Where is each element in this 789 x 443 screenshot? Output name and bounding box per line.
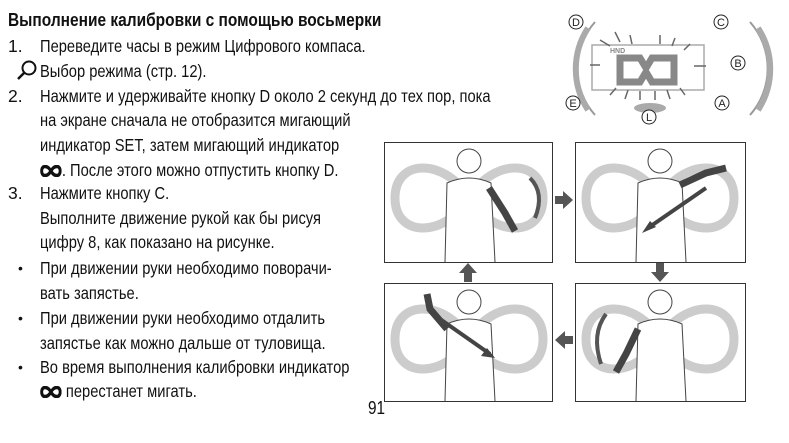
step-text: цифру 8, как показано на рисунке. — [40, 232, 275, 252]
button-c-label: C — [717, 17, 725, 29]
bullet-text: запястье как можно дальше от туловища. — [40, 333, 326, 353]
illustration-step-2 — [575, 142, 746, 263]
step-text: Нажмите кнопку C. — [40, 183, 170, 203]
infinity-icon — [40, 386, 62, 399]
watch-diagram: HND D C B E A L — [565, 14, 774, 125]
bullet-text: вать запястье. — [40, 283, 139, 303]
step-number: 1. — [8, 36, 23, 56]
step-text: Переведите часы в режим Цифрового компас… — [40, 36, 366, 56]
step-text: индикатор SET, затем мигающий индикатор — [40, 135, 340, 155]
arrow-down-icon — [651, 263, 669, 282]
bullet: • — [18, 359, 23, 375]
step-text: . После этого можно отпустить кнопку D. — [40, 160, 338, 180]
button-e-label: E — [569, 98, 576, 110]
bullet-text: При движении руки необходимо отдалить — [40, 308, 325, 328]
illustration-step-1 — [384, 142, 553, 263]
bullet: • — [18, 260, 23, 276]
button-d-label: D — [572, 17, 580, 29]
lcd-label: HND — [610, 48, 625, 55]
page-number: 91 — [368, 398, 386, 418]
button-a-label: A — [718, 98, 726, 110]
page-title: Выполнение калибровки с помощью восьмерк… — [8, 10, 382, 30]
arrow-up-icon — [459, 263, 477, 282]
button-l-label: L — [646, 112, 652, 124]
illustration-step-3 — [575, 283, 746, 402]
reference-link[interactable]: Выбор режима (стр. 12). — [40, 61, 207, 81]
magnifier-icon — [16, 60, 38, 85]
infinity-icon — [40, 165, 62, 178]
step-text: Нажмите и удерживайте кнопку D около 2 с… — [40, 86, 491, 106]
arrow-right-icon — [555, 191, 573, 209]
step-number: 3. — [8, 183, 23, 203]
illustration-step-4 — [384, 283, 553, 402]
bullet-text: Во время выполнения калибровки индикатор — [40, 357, 350, 377]
step-text: на экране сначала не отобразится мигающи… — [40, 110, 351, 130]
step-number: 2. — [8, 86, 23, 106]
button-b-label: B — [734, 58, 741, 70]
arrow-left-icon — [555, 331, 573, 349]
bullet: • — [18, 310, 23, 326]
bullet-text: При движении руки необходимо поворачи- — [40, 258, 332, 278]
step-text: Выполните движение рукой как бы рисуя — [40, 208, 321, 228]
bullet-text: перестанет мигать. — [40, 381, 197, 401]
